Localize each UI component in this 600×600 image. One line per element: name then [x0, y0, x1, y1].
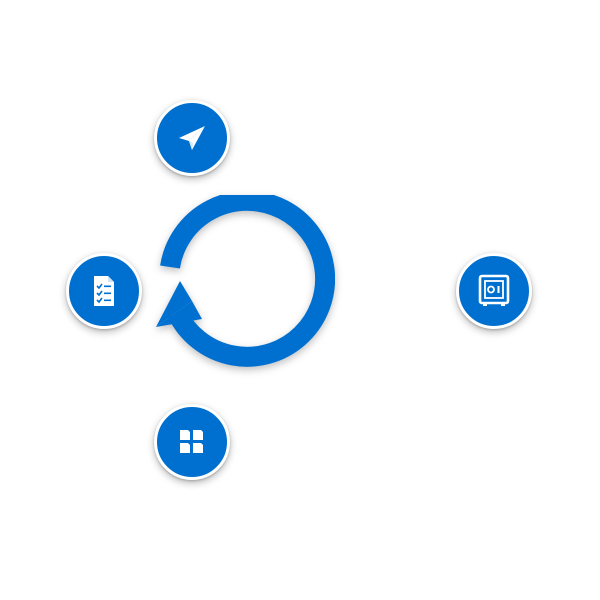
safe-node[interactable] [456, 253, 532, 329]
document-grid-icon [180, 430, 203, 453]
modules-node[interactable] [154, 404, 230, 480]
send-node[interactable] [154, 100, 230, 176]
checklist-node[interactable] [66, 253, 142, 329]
checklist-document-icon [94, 276, 114, 306]
refresh-cycle-icon [156, 195, 335, 367]
safe-vault-icon [478, 274, 510, 306]
paper-plane-icon [179, 126, 205, 150]
